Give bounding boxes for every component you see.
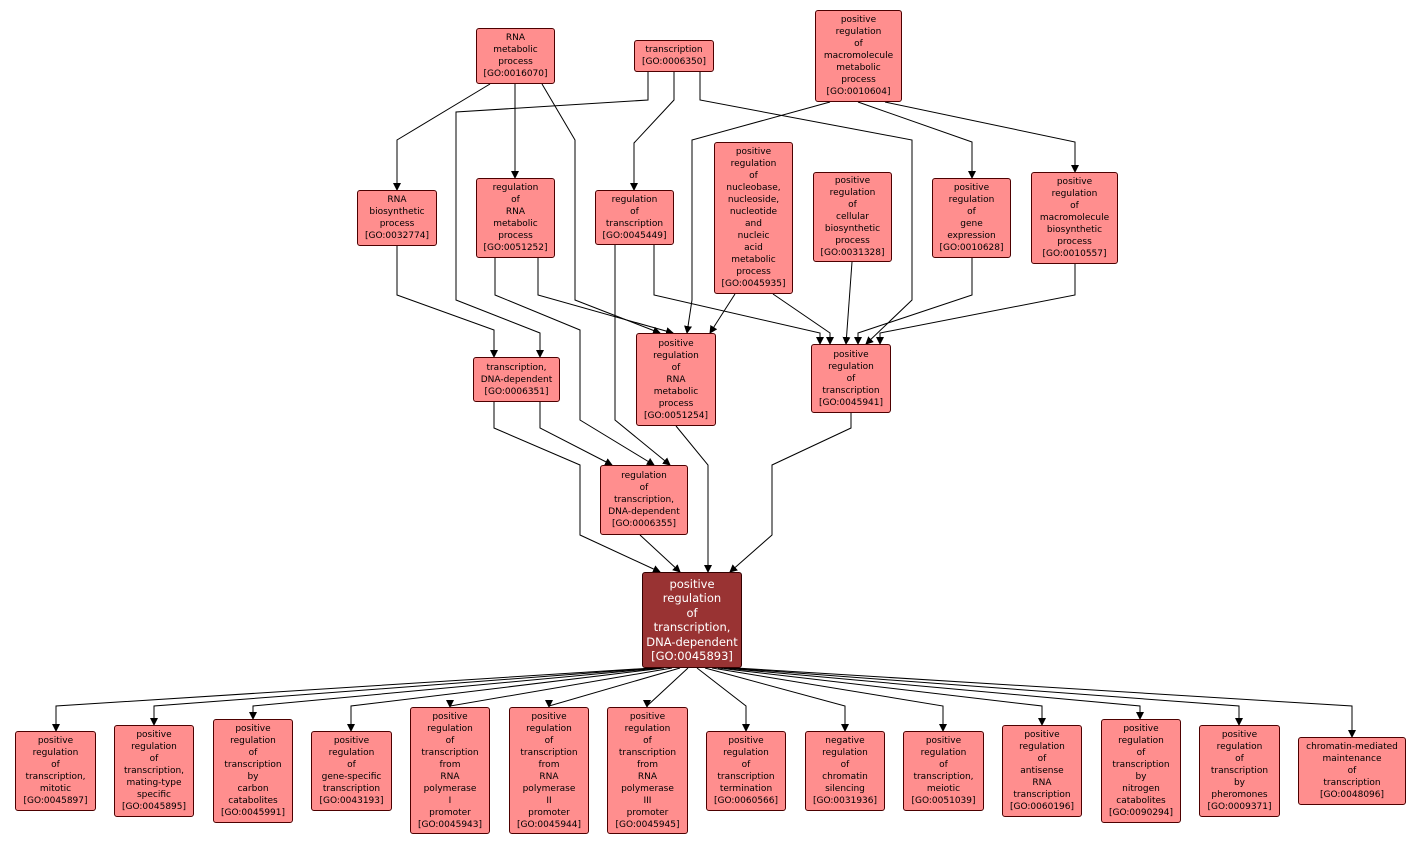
edge [857,101,976,179]
node-label: transcription [GO:0006350] [641,45,707,67]
node-label: positive regulation of transcription ter… [713,736,779,806]
go-node-pos-reg-transcription[interactable]: positive regulation of transcription [GO… [811,344,891,413]
go-node-child-termination[interactable]: positive regulation of transcription ter… [706,731,786,811]
edge [699,72,913,345]
edge [717,667,1046,726]
go-node-transcription-dna-dependent[interactable]: transcription, DNA-dependent [GO:0006351… [473,357,560,402]
node-label: positive regulation of transcription fro… [615,711,680,830]
node-label: positive regulation of transcription, DN… [646,576,738,664]
node-label: RNA metabolic process [GO:0016070] [483,33,548,79]
edge [494,258,655,466]
edge [393,83,491,191]
node-label: regulation of RNA metabolic process [GO:… [483,183,548,253]
node-label: regulation of transcription [GO:0045449] [602,194,667,241]
go-node-pos-reg-nucleobase[interactable]: positive regulation of nucleobase, nucle… [714,142,793,294]
go-node-child-pol-ii[interactable]: positive regulation of transcription fro… [509,707,589,834]
edge [653,245,824,345]
edge [735,667,1356,738]
go-node-pos-reg-macromolecule-metabolic[interactable]: positive regulation of macromolecule met… [815,10,902,102]
edge [545,667,681,708]
node-label: positive regulation of antisense RNA tra… [1009,730,1075,812]
edge [52,667,653,732]
edge [842,261,853,345]
node-label: positive regulation of cellular biosynth… [820,176,885,258]
node-label: transcription, DNA-dependent [GO:0006351… [480,362,553,397]
node-label: positive regulation of transcription, me… [911,736,976,806]
go-node-pos-reg-rna-metabolic[interactable]: positive regulation of RNA metabolic pro… [636,333,716,426]
edge [876,264,1076,345]
node-label: positive regulation of macromolecule bio… [1039,177,1110,259]
edge [729,667,1243,726]
go-node-child-antisense[interactable]: positive regulation of antisense RNA tra… [1002,725,1082,817]
go-node-child-mitotic[interactable]: positive regulation of transcription, mi… [15,731,96,811]
go-node-child-pol-iii[interactable]: positive regulation of transcription fro… [607,707,688,834]
edge [643,667,689,708]
node-label: positive regulation of transcription fro… [417,711,483,830]
node-label: positive regulation of transcription, mi… [23,736,88,806]
go-node-pos-reg-cellular-biosynthetic[interactable]: positive regulation of cellular biosynth… [813,172,892,262]
edge [772,293,834,345]
node-label: positive regulation of nucleobase, nucle… [721,147,786,289]
edge [704,667,849,732]
go-node-rna-biosynthetic-process[interactable]: RNA biosynthetic process [GO:0032774] [357,190,437,246]
edge [684,101,831,334]
edge [446,667,673,708]
go-node-rna-metabolic-process[interactable]: RNA metabolic process [GO:0016070] [476,28,555,84]
node-label: RNA biosynthetic process [GO:0032774] [364,195,430,241]
go-node-child-nitrogen[interactable]: positive regulation of transcription by … [1101,719,1181,823]
edge [709,293,736,334]
go-node-child-neg-chromatin-silencing[interactable]: negative regulation of chromatin silenci… [805,731,885,811]
go-node-reg-transcription-dna-dependent[interactable]: regulation of transcription, DNA-depende… [600,465,688,535]
go-node-child-mating-type[interactable]: positive regulation of transcription, ma… [114,725,194,817]
edge [854,258,973,345]
node-label: regulation of transcription, DNA-depende… [608,471,680,529]
edge [493,402,661,573]
edge [696,667,750,732]
go-node-reg-rna-metabolic[interactable]: regulation of RNA metabolic process [GO:… [476,178,555,258]
edge [347,667,665,732]
edge [630,72,675,191]
go-node-child-carbon-catabolites[interactable]: positive regulation of transcription by … [213,719,293,823]
go-node-child-pheromones[interactable]: positive regulation of transcription by … [1199,725,1280,817]
node-label: positive regulation of gene expression [… [939,183,1004,253]
edge [396,246,498,358]
node-label: positive regulation of gene-specific tra… [319,736,384,806]
edge [541,83,661,335]
go-node-child-pol-i[interactable]: positive regulation of transcription fro… [410,707,490,834]
edge [711,667,947,732]
edge [539,402,613,466]
go-node-transcription[interactable]: transcription [GO:0006350] [634,40,714,72]
node-label: positive regulation of RNA metabolic pro… [643,338,709,421]
edge [455,72,649,358]
edge [249,667,661,720]
go-node-pos-reg-gene-expression[interactable]: positive regulation of gene expression [… [932,178,1011,258]
edge [639,534,681,573]
go-node-child-gene-specific[interactable]: positive regulation of gene-specific tra… [311,731,392,811]
node-label: positive regulation of macromolecule met… [823,15,894,97]
node-label: positive regulation of transcription by … [220,724,286,818]
node-label: positive regulation of transcription, ma… [121,730,187,812]
go-node-pos-reg-macromolecule-biosynthetic[interactable]: positive regulation of macromolecule bio… [1031,172,1118,264]
node-label: chromatin-mediated maintenance of transc… [1306,742,1398,800]
go-node-focus[interactable]: positive regulation of transcription, DN… [642,572,742,668]
edge [150,667,657,726]
edge [729,413,852,573]
go-node-child-meiotic[interactable]: positive regulation of transcription, me… [903,731,984,811]
go-node-child-chromatin-mediated[interactable]: chromatin-mediated maintenance of transc… [1298,737,1406,805]
node-label: positive regulation of transcription by … [1108,724,1174,818]
edge [614,245,671,466]
edge [723,667,1144,720]
node-label: negative regulation of chromatin silenci… [812,736,878,806]
edge [675,425,712,573]
edge [537,258,674,335]
node-label: positive regulation of transcription fro… [516,711,582,830]
node-label: positive regulation of transcription [GO… [818,349,884,408]
node-label: positive regulation of transcription by … [1207,730,1272,812]
edge [884,101,1079,173]
go-node-reg-transcription[interactable]: regulation of transcription [GO:0045449] [595,190,674,245]
